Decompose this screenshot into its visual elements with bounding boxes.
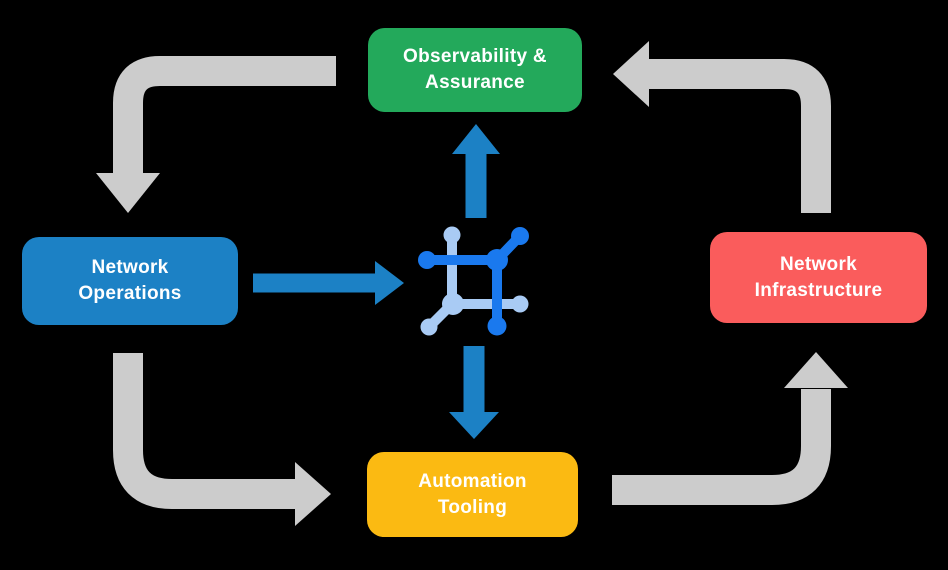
- arrow-center-to-observability: [452, 124, 500, 218]
- arrow-operations-to-center: [253, 261, 404, 305]
- network-mesh-icon: [418, 226, 529, 336]
- arrow-automation-to-infrastructure: [612, 352, 848, 505]
- network-mesh-icon-dark-strokes: [418, 227, 529, 336]
- arrow-infrastructure-to-observability: [613, 41, 831, 213]
- network-mesh-icon-light-strokes: [420, 226, 529, 336]
- node-network-operations-label: Network Operations: [78, 257, 182, 304]
- node-observability-assurance: Observability & Assurance: [368, 28, 582, 112]
- node-automation-tooling: Automation Tooling: [367, 452, 578, 537]
- node-automation-tooling-label: Automation Tooling: [418, 470, 527, 518]
- arrow-observability-to-operations: [96, 56, 336, 213]
- node-network-operations: Network Operations: [22, 237, 238, 325]
- arrow-operations-to-automation: [113, 353, 331, 526]
- arrow-center-to-automation: [449, 346, 499, 439]
- node-network-infrastructure: Network Infrastructure: [710, 232, 927, 323]
- node-observability-assurance-label: Observability & Assurance: [403, 46, 547, 93]
- node-network-infrastructure-label: Network Infrastructure: [754, 253, 883, 301]
